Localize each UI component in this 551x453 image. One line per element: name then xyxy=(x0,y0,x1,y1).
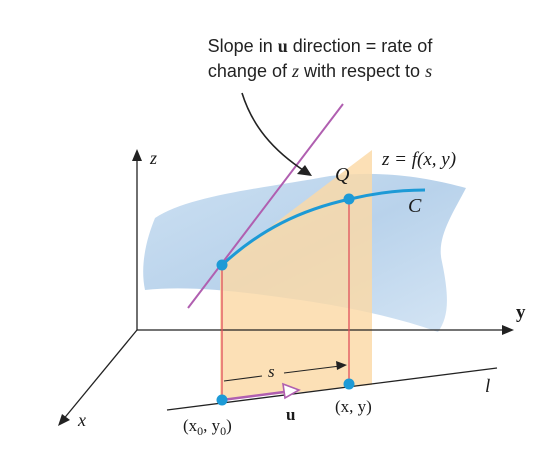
vector-u xyxy=(221,390,285,402)
x-axis xyxy=(61,329,138,422)
caption-text: change of xyxy=(207,61,292,81)
line-l-label: l xyxy=(485,376,490,397)
distance-s-arrowhead xyxy=(336,361,347,370)
y-axis-arrow xyxy=(502,325,514,335)
point-x0y0-label: (x0, y0) xyxy=(183,416,232,438)
x-axis-label: x xyxy=(77,410,86,430)
point-xy-dot xyxy=(343,378,355,390)
z-axis-arrow xyxy=(132,149,142,161)
curve-c xyxy=(220,188,426,267)
vector-u-arrowhead xyxy=(282,382,301,400)
pointer-arrowhead xyxy=(297,165,312,176)
tangent-line xyxy=(187,103,344,309)
distance-s-line-right xyxy=(283,365,341,374)
vertical-plane xyxy=(220,150,372,400)
caption-s: s xyxy=(425,61,433,81)
surface-label: z = f(x, y) xyxy=(381,149,456,170)
point-q-label: Q xyxy=(335,164,350,186)
caption-text: Slope in xyxy=(207,36,278,56)
y-axis-label: y xyxy=(516,302,526,323)
caption-text: with respect to xyxy=(299,61,426,81)
point-q-dot xyxy=(343,193,355,205)
caption-line-2: change of z with respect to s xyxy=(150,59,490,84)
point-xy-label: (x, y) xyxy=(335,397,372,416)
point-x0y0-dot xyxy=(216,394,228,406)
z-axis-label: z xyxy=(149,148,157,168)
x-axis-arrow xyxy=(58,414,70,426)
pointer-arrow xyxy=(241,92,307,173)
distance-s-line-left xyxy=(223,375,263,382)
caption-line-1: Slope in u direction = rate of xyxy=(150,34,490,59)
caption-text: direction = rate of xyxy=(287,36,433,56)
curve-c-label: C xyxy=(408,195,422,217)
point-tangency-dot xyxy=(216,259,228,271)
caption-z: z xyxy=(291,61,299,81)
caption: Slope in u direction = rate of change of… xyxy=(150,34,490,84)
distance-s-label: s xyxy=(268,362,275,381)
caption-u: u xyxy=(277,36,288,56)
vector-u-label: u xyxy=(286,405,295,424)
